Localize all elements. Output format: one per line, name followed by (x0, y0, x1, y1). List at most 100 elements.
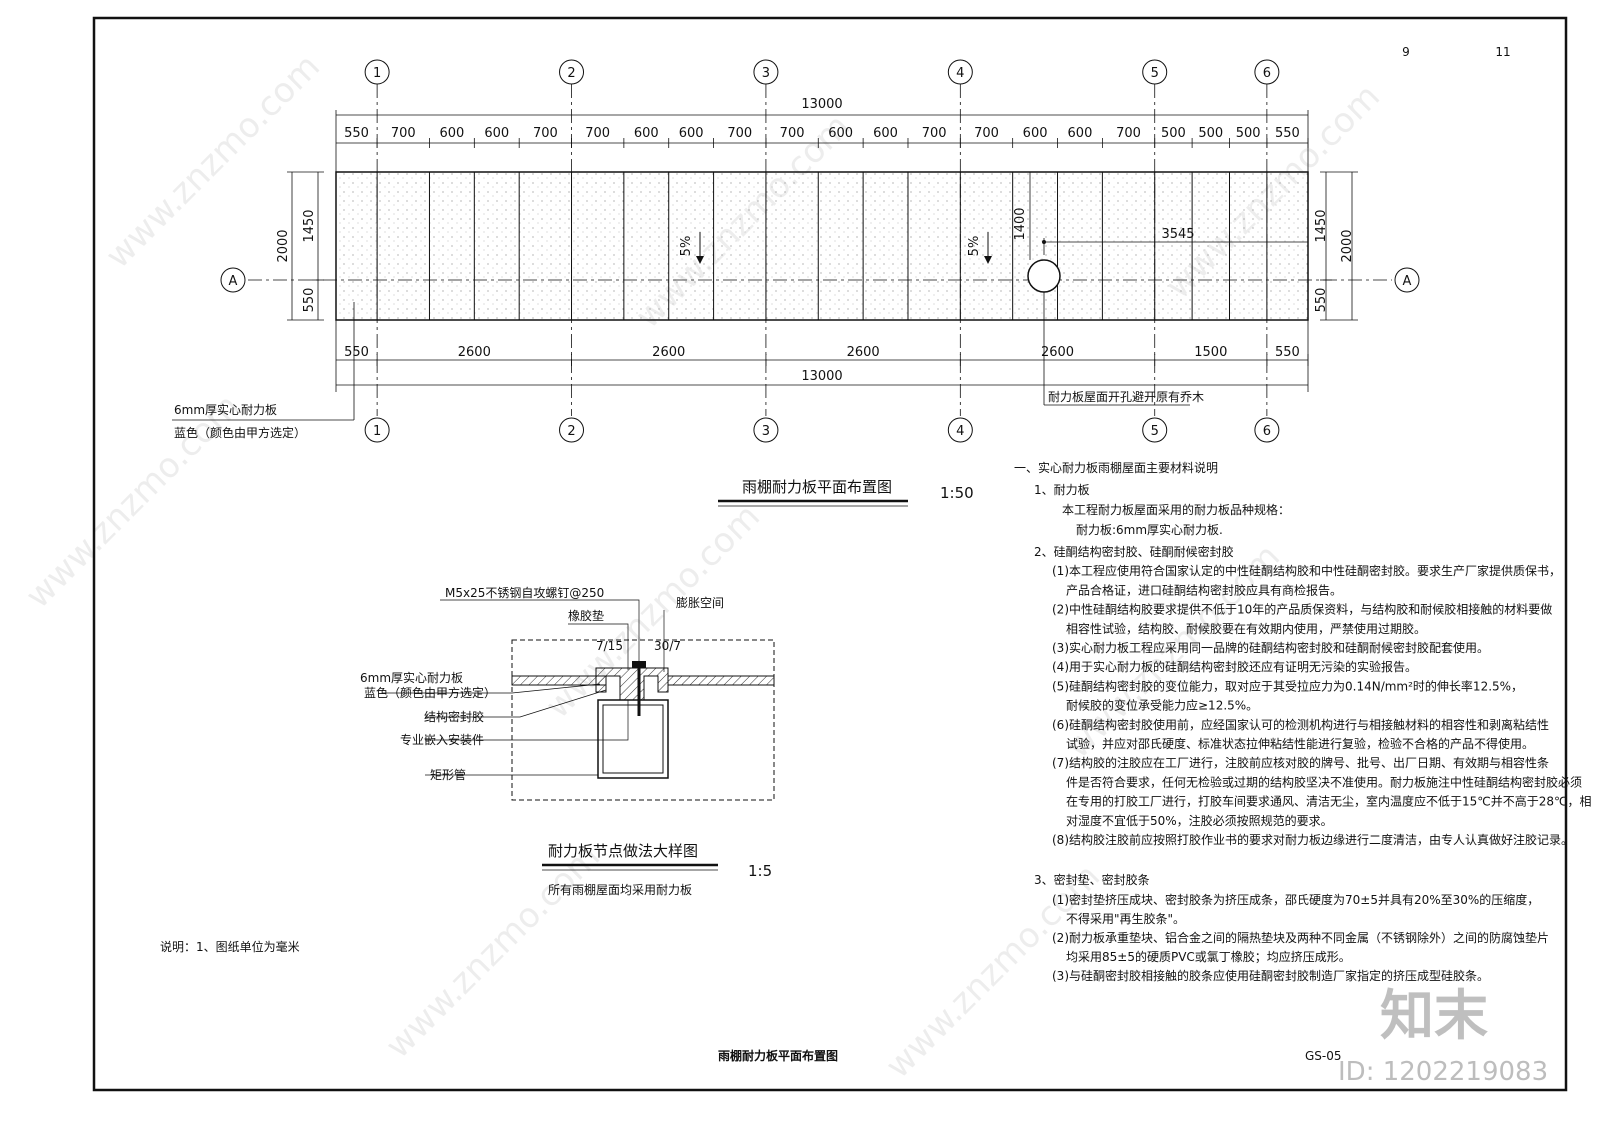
dim-a-label: 7/15 (596, 639, 623, 653)
watermark-text: www.znzmo.com (378, 836, 608, 1066)
plan-title: 雨棚耐力板平面布置图 (742, 478, 892, 496)
bottom-dim-label: 550 (344, 345, 369, 360)
right-total-dim: 2000 (1340, 229, 1355, 262)
screw-head (632, 661, 646, 668)
grid-bubble-top (753, 59, 779, 85)
left-upper-dim: 1450 (302, 209, 317, 242)
top-dim-label: 550 (344, 126, 369, 141)
axis-a-label: A (1403, 274, 1412, 289)
page-number-left: 9 (1402, 45, 1410, 59)
detail-title-block: 耐力板节点做法大样图 1:5 所有雨棚屋面均采用耐力板 (542, 842, 772, 897)
spec-line: (3)与硅酮密封胶相接触的胶条应使用硅酮密封胶制造厂家指定的挤压成型硅胶条。 (1052, 968, 1489, 983)
slope-arrow: 5% (967, 232, 992, 264)
grid-bubble-top (947, 59, 973, 85)
board-fill (335, 171, 1309, 321)
grid-label-bottom: 1 (373, 424, 381, 439)
tube-label: 矩形管 (430, 767, 466, 782)
hole-note: 耐力板屋面开孔避开原有乔木 (1048, 390, 1204, 404)
leader (382, 683, 601, 694)
bottom-dim-label: 2600 (1041, 345, 1074, 360)
spec-line: 相容性试验，结构胶、耐候胶要在有效期内使用，严禁使用过期胶。 (1066, 621, 1426, 636)
bottom-dim-label: 2600 (458, 345, 491, 360)
top-dim-label: 700 (533, 126, 558, 141)
spec-line: (1)密封垫挤压成块、密封胶条为挤压成条，邵氏硬度为70±5并具有20%至30%… (1052, 892, 1539, 907)
total-dim-bottom: 13000 (801, 369, 842, 384)
grid-label-bottom: 4 (956, 424, 964, 439)
top-dim-label: 700 (391, 126, 416, 141)
spec-lines: 1、耐力板本工程耐力板屋面采用的耐力板品种规格：耐力板:6mm厚实心耐力板.2、… (1034, 483, 1592, 983)
bottom-dim-label: 550 (1275, 345, 1300, 360)
spec-line: 在专用的打胶工厂进行，打胶车间要求通风、清洁无尘，室内温度应不低于15℃并不高于… (1066, 794, 1592, 809)
spec-line: 不得采用"再生胶条"。 (1066, 911, 1185, 926)
top-dim-label: 600 (484, 126, 509, 141)
right-lower-dim: 550 (1314, 288, 1329, 313)
grid-bubble-bottom (753, 417, 779, 443)
spec-line: (5)硅酮结构密封胶的变位能力，取对应于其受拉应力为0.14N/mm²时的伸长率… (1052, 678, 1523, 693)
spec-line: (4)用于实心耐力板的硅酮结构密封胶还应有证明无污染的实验报告。 (1052, 659, 1417, 674)
spec-line: 3、密封垫、密封胶条 (1034, 872, 1150, 887)
brand-logo: 知末 (1380, 984, 1488, 1047)
spec-heading: 一、实心耐力板雨棚屋面主要材料说明 (1014, 460, 1218, 475)
grid-bubble-top (1142, 59, 1168, 85)
right-board (667, 675, 775, 686)
tree-hole: 3545 1400 耐力板屋面开孔避开原有乔木 (1013, 172, 1308, 406)
slope-label: 5% (967, 236, 982, 257)
left-lower-dim: 550 (302, 288, 317, 313)
drawing-note: 说明：1、图纸单位为毫米 (160, 939, 300, 954)
leader (568, 623, 629, 670)
rect-tube-inner (602, 704, 664, 774)
right-upper-dim: 1450 (1314, 209, 1329, 242)
slope-arrow: 5% (679, 232, 704, 264)
board-label-2: 蓝色（颜色由甲方选定） (364, 685, 496, 700)
grid-label-top: 3 (762, 66, 770, 81)
board-label-1: 6mm厚实心耐力板 (360, 670, 463, 685)
material-spec: 一、实心耐力板雨棚屋面主要材料说明 1、耐力板本工程耐力板屋面采用的耐力板品种规… (1014, 460, 1592, 983)
grid-label-bottom: 2 (567, 424, 575, 439)
spec-line: (3)实心耐力板工程应采用同一品牌的硅酮结构密封胶和硅酮耐候密封胶配套使用。 (1052, 640, 1489, 655)
top-dim-label: 500 (1198, 126, 1223, 141)
top-dim-label: 600 (679, 126, 704, 141)
spec-line: (7)结构胶的注胶应在工厂进行，注胶前应核对胶的牌号、批号、出厂日期、有效期与相… (1052, 755, 1549, 770)
top-dim-label: 500 (1236, 126, 1261, 141)
spec-line: (6)硅酮结构密封胶使用前，应经国家认可的检测机构进行与相接触材料的相容性和剥离… (1052, 717, 1549, 732)
spec-line: (8)结构胶注胶前应按照打胶作业书的要求对耐力板边缘进行二度清洁，由专人认真做好… (1052, 832, 1573, 847)
hole-dim-x: 3545 (1161, 227, 1194, 242)
watermark-text: www.znzmo.com (98, 46, 328, 276)
board-note-line1: 6mm厚实心耐力板 (174, 402, 277, 417)
spec-line: 产品合格证，进口硅酮结构密封胶应具有商检报告。 (1066, 582, 1342, 597)
grid-bubble-bottom (1142, 417, 1168, 443)
top-dim-label: 700 (922, 126, 947, 141)
grid-bubble-bottom (947, 417, 973, 443)
rect-tube (597, 699, 669, 779)
drawing-number: GS-05 (1305, 1049, 1342, 1063)
rubber-pad-label: 橡胶垫 (568, 608, 604, 623)
top-dim-label: 700 (1116, 126, 1141, 141)
insert-label: 专业嵌入安装件 (400, 732, 484, 747)
leader (425, 689, 607, 718)
top-dim-label: 550 (1275, 126, 1300, 141)
top-dim-label: 600 (634, 126, 659, 141)
grid-bubble-bottom (559, 417, 585, 443)
bottom-dim-label: 1500 (1194, 345, 1227, 360)
top-dim-label: 700 (585, 126, 610, 141)
plan-title-block: 雨棚耐力板平面布置图 1:50 (718, 478, 974, 507)
detail-title: 耐力板节点做法大样图 (548, 842, 698, 860)
top-dim-label: 500 (1161, 126, 1186, 141)
grid-label-top: 5 (1151, 66, 1159, 81)
top-dim-label: 700 (974, 126, 999, 141)
top-dim-label: 600 (1023, 126, 1048, 141)
spec-line: 均采用85±5的硬质PVC或氯丁橡胶；均应挤压成形。 (1066, 949, 1351, 964)
grid-label-bottom: 3 (762, 424, 770, 439)
top-dim-label: 700 (727, 126, 752, 141)
grid-bubble-bottom (1254, 417, 1280, 443)
top-dim-label: 600 (439, 126, 464, 141)
spec-line: 耐候胶的变位承受能力应≥12.5%。 (1066, 698, 1258, 713)
watermark-text: www.znzmo.com (18, 386, 248, 616)
expansion-label: 膨胀空间 (676, 596, 724, 610)
grid-bubble-bottom (364, 417, 390, 443)
hole-dim-y: 1400 (1013, 207, 1028, 240)
grid-label-top: 1 (373, 66, 381, 81)
node-detail: M5x25不锈钢自攻螺钉@250 橡胶垫 膨胀空间 7/15 30/7 6mm厚… (360, 586, 775, 897)
